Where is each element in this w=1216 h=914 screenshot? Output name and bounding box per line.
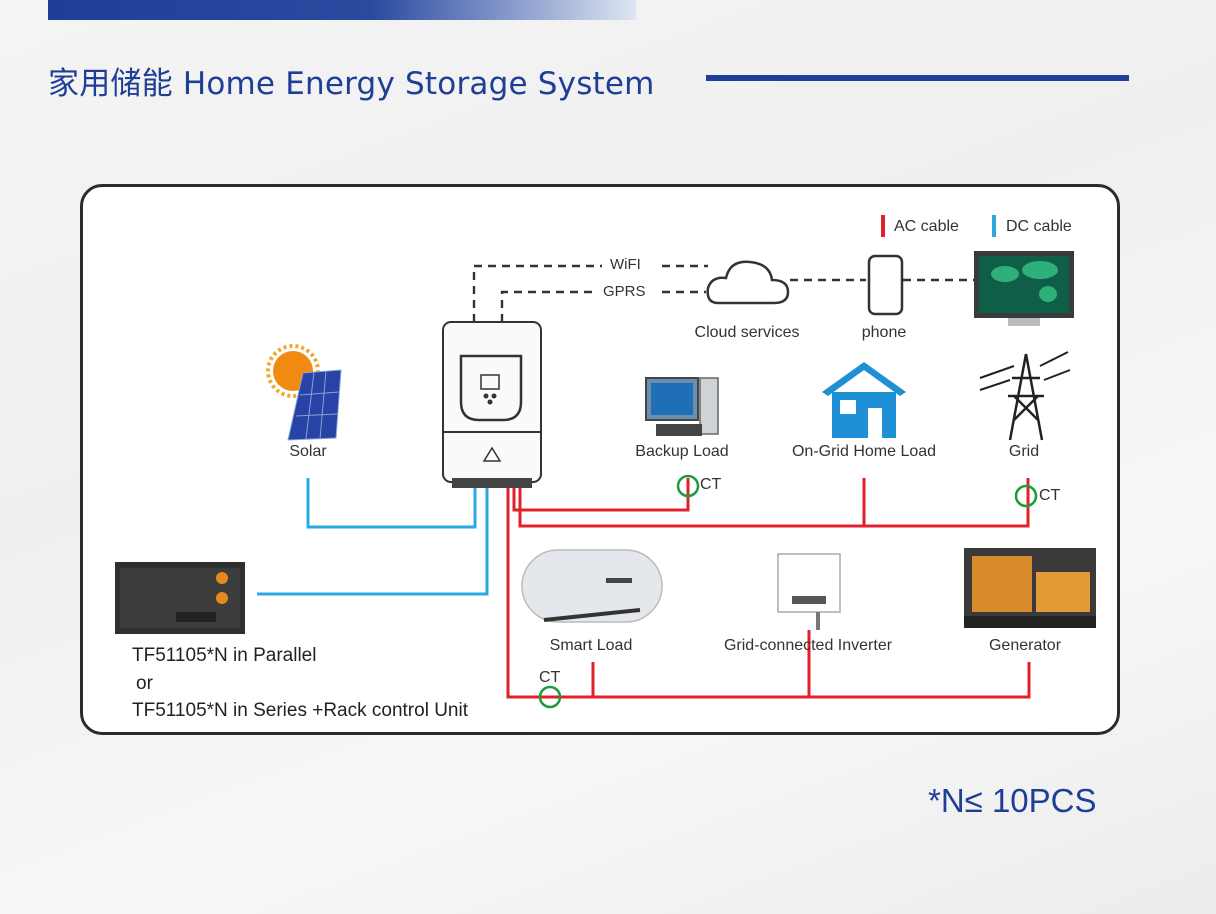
ac-cables (506, 478, 1031, 699)
house-icon (822, 362, 906, 438)
generator-icon (964, 548, 1096, 628)
ac-legend-swatch (881, 215, 885, 237)
cloud-label: Cloud services (694, 324, 800, 341)
generator-label: Generator (988, 637, 1062, 654)
transmission-tower-icon (979, 351, 1071, 441)
comm-lines (472, 264, 974, 322)
monitor-icon (974, 251, 1074, 326)
grid-label: Grid (1008, 443, 1040, 460)
legend-ac-label: AC cable (894, 218, 959, 235)
dc-legend-swatch (992, 215, 996, 237)
solar-label: Solar (289, 443, 327, 460)
title-rule (706, 75, 1129, 81)
phone-label: phone (861, 324, 907, 341)
cloud-icon (706, 260, 790, 305)
battery-line-3: TF51105*N in Series +Rack control Unit (132, 700, 468, 721)
backup-load-label: Backup Load (635, 443, 729, 460)
ct-label-backup: CT (700, 476, 722, 493)
water-heater-icon (521, 549, 663, 623)
ct-ring-smart (538, 685, 562, 709)
header-band (48, 0, 636, 20)
phone-icon (867, 254, 904, 316)
desktop-computer-icon (645, 377, 719, 436)
battery-rack-icon (115, 562, 245, 634)
smart-load-label: Smart Load (549, 637, 633, 654)
grid-inverter-label: Grid-connected Inverter (723, 637, 893, 654)
ct-ring-grid (1014, 484, 1038, 508)
ct-label-smart: CT (539, 669, 561, 686)
solar-panel-icon (287, 369, 342, 441)
gprs-label: GPRS (603, 283, 646, 300)
ct-ring-backup (676, 474, 700, 498)
battery-line-1: TF51105*N in Parallel (132, 645, 317, 666)
ct-label-grid: CT (1039, 487, 1061, 504)
inverter-icon (442, 321, 542, 488)
legend-dc-label: DC cable (1006, 218, 1072, 235)
quantity-note: *N≤ 10PCS (928, 782, 1097, 819)
page-title: 家用储能 Home Energy Storage System (48, 66, 655, 102)
wifi-label: WiFI (610, 256, 641, 273)
dc-cables (257, 478, 489, 596)
grid-inverter-icon (777, 553, 841, 630)
on-grid-home-load-label: On-Grid Home Load (791, 443, 937, 460)
system-diagram-frame (80, 184, 1120, 735)
battery-line-2: or (136, 673, 153, 694)
